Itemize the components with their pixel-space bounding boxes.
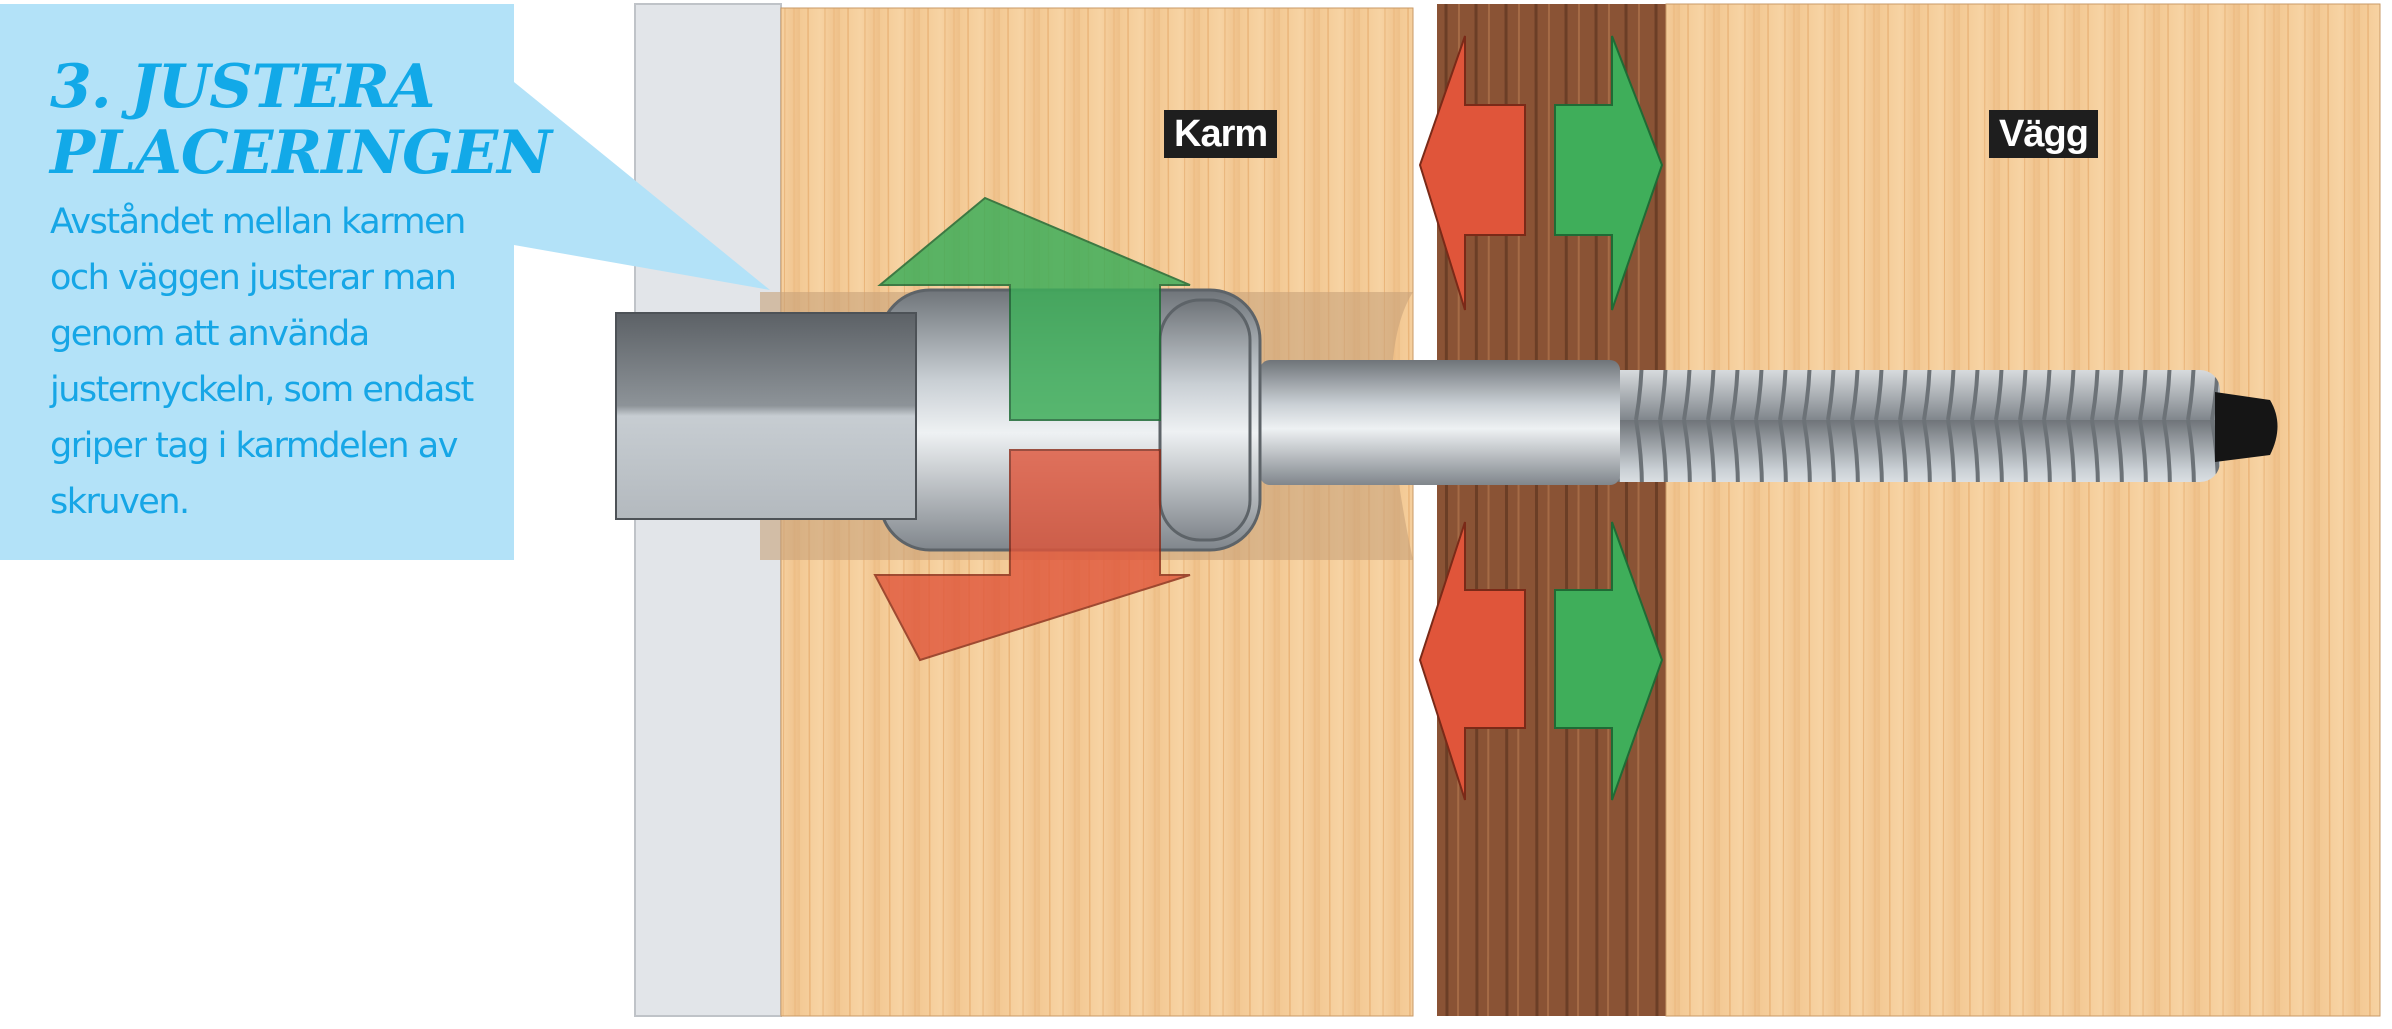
screw-tip — [2215, 392, 2278, 462]
step-description: Avståndet mellan karmen och väggen juste… — [50, 202, 474, 522]
title-line-2: PLACERINGEN — [50, 118, 552, 188]
callout-box: 3. JUSTERA PLACERINGEN Avståndet mellan … — [0, 4, 552, 560]
adjustment-key — [615, 312, 917, 520]
rotate-up-arrow — [877, 196, 1191, 421]
move-left-arrow-bottom — [1418, 521, 1526, 801]
screw-thread — [1600, 370, 2220, 482]
wall-wood — [1665, 3, 2381, 1017]
sleeve-collar — [1158, 298, 1252, 542]
step-title: 3. JUSTERA PLACERINGEN — [50, 52, 552, 188]
wall-label: Vägg — [1989, 110, 2098, 158]
rotate-down-arrow — [873, 449, 1191, 662]
callout-pointer — [514, 82, 770, 290]
move-right-arrow-bottom — [1554, 521, 1664, 801]
move-right-arrow-top — [1554, 35, 1664, 311]
frame-label: Karm — [1164, 110, 1278, 158]
screw-shank — [1260, 360, 1620, 485]
title-line-1: 3. JUSTERA — [50, 52, 435, 122]
move-left-arrow-top — [1418, 35, 1526, 311]
